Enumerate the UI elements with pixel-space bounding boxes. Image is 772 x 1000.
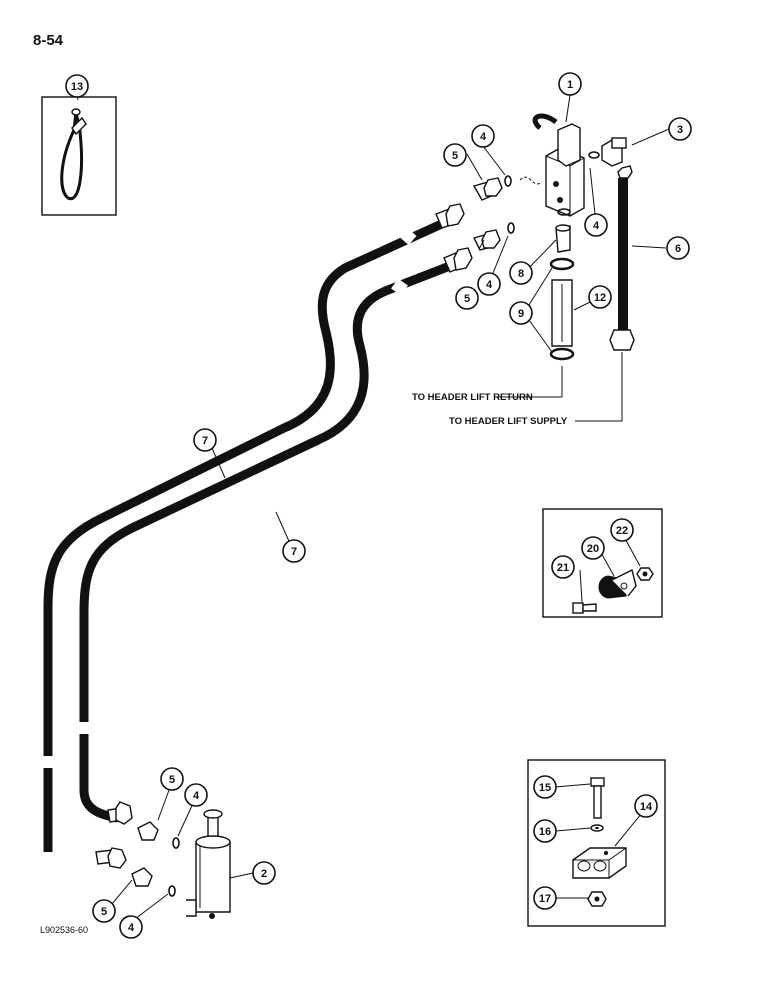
svg-text:22: 22 <box>616 525 628 537</box>
hose-fitting-upper-top <box>435 203 465 229</box>
callout-4b: 4 <box>584 213 608 237</box>
clamp-9-top <box>549 257 575 271</box>
svg-text:5: 5 <box>169 774 175 786</box>
callout-6: 6 <box>666 236 690 260</box>
svg-text:2: 2 <box>261 868 267 880</box>
callout-5b: 5 <box>455 286 479 310</box>
callout-4e: 4 <box>119 915 143 939</box>
svg-text:8: 8 <box>518 268 524 280</box>
clamp-part <box>598 568 637 599</box>
svg-text:21: 21 <box>557 562 569 574</box>
callout-4d: 4 <box>184 783 208 807</box>
callout-2: 2 <box>252 861 276 885</box>
svg-text:15: 15 <box>539 782 551 794</box>
figure-id: L902536-60 <box>40 925 89 935</box>
bolt-15 <box>590 777 605 819</box>
callout-13: 13 <box>65 74 89 98</box>
callout-7a: 7 <box>193 428 217 452</box>
hose-7-upper <box>42 217 448 852</box>
svg-text:12: 12 <box>594 292 606 304</box>
svg-text:14: 14 <box>640 801 653 813</box>
valve-1 <box>519 113 585 217</box>
hose-fitting-lower-bottom <box>107 801 133 825</box>
hose-fitting-lower-top <box>443 247 473 273</box>
callout-5c: 5 <box>160 767 184 791</box>
block-14 <box>572 847 627 879</box>
cap-screw-21 <box>572 602 597 614</box>
svg-text:5: 5 <box>101 906 107 918</box>
inset-box-clamp <box>542 508 663 618</box>
callout-4a: 4 <box>471 124 495 148</box>
hose-7-lower <box>78 259 457 823</box>
clamp-9-bottom <box>549 347 575 361</box>
callout-17: 17 <box>533 886 557 910</box>
cylinder-2 <box>186 809 231 919</box>
svg-text:4: 4 <box>486 279 493 291</box>
svg-text:4: 4 <box>593 220 600 232</box>
adapters-5-cylinder <box>131 821 159 887</box>
hose-fitting-upper-bottom <box>95 847 127 869</box>
svg-text:7: 7 <box>291 546 297 558</box>
callout-3: 3 <box>668 117 692 141</box>
label-header-lift-supply: TO HEADER LIFT SUPPLY <box>449 416 568 427</box>
svg-text:5: 5 <box>452 150 458 162</box>
svg-text:1: 1 <box>567 79 573 91</box>
callout-7b: 7 <box>282 539 306 563</box>
callout-16: 16 <box>533 819 557 843</box>
svg-text:4: 4 <box>480 131 487 143</box>
hose-strap-part <box>60 108 87 201</box>
hose-12 <box>551 279 573 347</box>
adapter-5-upper <box>472 177 503 201</box>
svg-text:4: 4 <box>193 790 200 802</box>
label-header-lift-return: TO HEADER LIFT RETURN <box>412 392 533 403</box>
svg-text:16: 16 <box>539 826 551 838</box>
svg-text:13: 13 <box>71 81 83 93</box>
svg-text:17: 17 <box>539 893 551 905</box>
adapter-5-lower <box>472 229 501 251</box>
callout-12: 12 <box>588 285 612 309</box>
svg-text:6: 6 <box>675 243 681 255</box>
elbow-fitting-3 <box>601 137 633 179</box>
callout-21: 21 <box>551 555 575 579</box>
svg-text:7: 7 <box>202 435 208 447</box>
callout-20: 20 <box>581 536 605 560</box>
callout-14: 14 <box>634 794 658 818</box>
svg-text:4: 4 <box>128 922 135 934</box>
svg-text:5: 5 <box>464 293 470 305</box>
o-rings-4 <box>168 151 600 897</box>
callout-15: 15 <box>533 775 557 799</box>
washer-16 <box>590 824 604 832</box>
callout-8: 8 <box>509 261 533 285</box>
nut-22 <box>636 567 654 581</box>
svg-text:3: 3 <box>677 124 683 136</box>
svg-text:20: 20 <box>587 543 599 555</box>
callout-4c: 4 <box>477 272 501 296</box>
callout-9: 9 <box>509 301 533 325</box>
callout-5d: 5 <box>92 899 116 923</box>
nut-17 <box>587 891 607 907</box>
hose-6 <box>609 178 635 351</box>
callout-5a: 5 <box>443 143 467 167</box>
callout-22: 22 <box>610 518 634 542</box>
inset-box-block <box>527 759 666 927</box>
callout-1: 1 <box>558 72 582 96</box>
fitting-8 <box>555 224 571 253</box>
page-number: 8-54 <box>33 32 64 49</box>
svg-text:9: 9 <box>518 308 524 320</box>
